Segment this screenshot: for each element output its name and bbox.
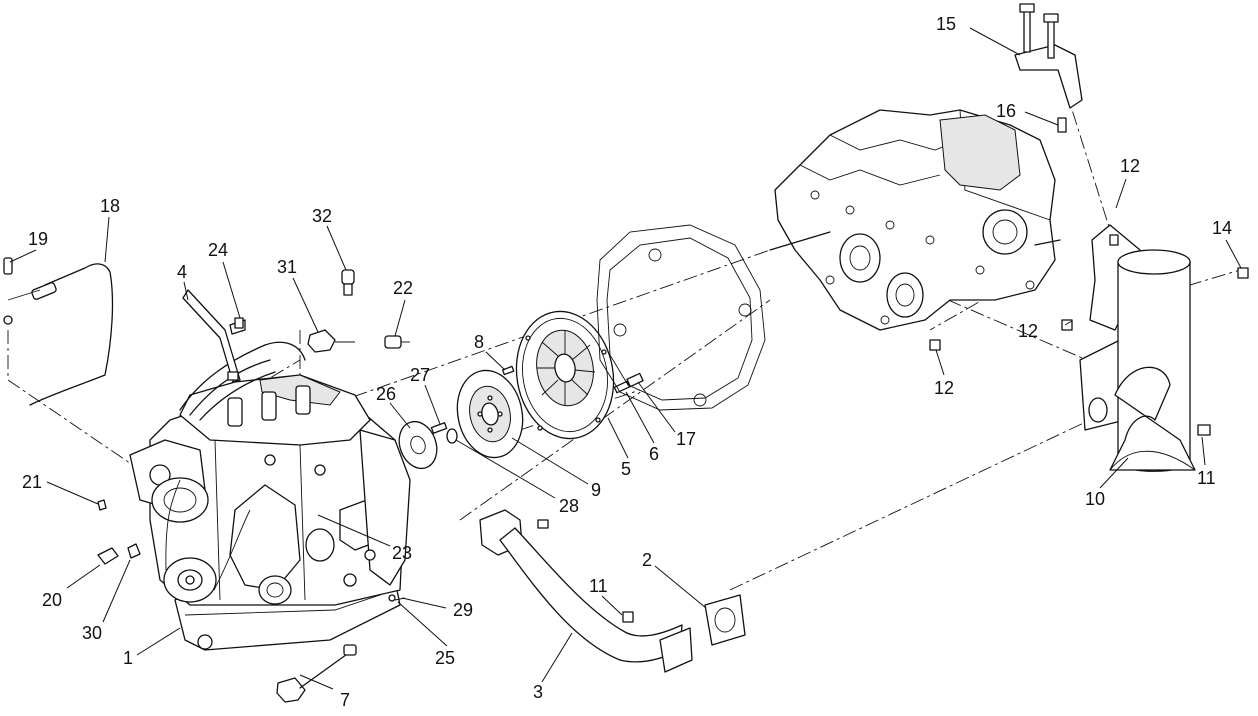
- callout-8: 8: [474, 332, 484, 352]
- mount-bracket-15: [1014, 3, 1083, 133]
- callout-31: 31: [277, 257, 297, 277]
- small-fasteners: [97, 499, 406, 602]
- callout-18: 18: [100, 196, 120, 216]
- callout-27: 27: [410, 365, 430, 385]
- callout-14: 14: [1212, 218, 1232, 238]
- throttle-cable: [3, 257, 114, 406]
- callout-22: 22: [393, 278, 413, 298]
- engine-assembly: [129, 341, 411, 651]
- callout-30: 30: [82, 623, 102, 643]
- callout-16: 16: [996, 101, 1016, 121]
- callout-12a: 12: [1120, 156, 1140, 176]
- sensor-7: [276, 644, 357, 703]
- callout-23: 23: [392, 543, 412, 563]
- callout-4: 4: [177, 262, 187, 282]
- callout-11b: 11: [1197, 468, 1216, 488]
- callout-19: 19: [28, 229, 48, 249]
- callout-labels: 1 2 3 4 5 6 7 8 9 10 11 11 12 12 12 14 1…: [22, 14, 1232, 710]
- callout-17: 17: [676, 429, 696, 449]
- callout-20: 20: [42, 590, 62, 610]
- callout-21: 21: [22, 472, 42, 492]
- callout-3: 3: [533, 682, 543, 702]
- drive-disc-9: [456, 365, 524, 459]
- callout-5: 5: [621, 459, 631, 479]
- bell-housing: [596, 224, 766, 411]
- exhaust-pipe-3: [479, 509, 746, 673]
- callout-12c: 12: [934, 378, 954, 398]
- callout-11a: 11: [589, 576, 608, 596]
- callout-12b: 12: [1018, 321, 1038, 341]
- muffler-10: [929, 224, 1249, 472]
- callout-28: 28: [559, 496, 579, 516]
- callout-26: 26: [376, 384, 396, 404]
- callout-1: 1: [123, 648, 133, 668]
- callout-24: 24: [208, 240, 228, 260]
- callout-9: 9: [591, 480, 601, 500]
- callout-7: 7: [340, 690, 350, 710]
- bracket-4: [182, 289, 246, 383]
- sensor-fittings: [307, 269, 410, 353]
- callout-10: 10: [1085, 489, 1105, 509]
- callout-32: 32: [312, 206, 332, 226]
- transaxle: [769, 109, 1061, 331]
- callout-2: 2: [642, 550, 652, 570]
- adapter-plate-26: [398, 420, 458, 470]
- callout-25: 25: [435, 648, 455, 668]
- callout-15: 15: [936, 14, 956, 34]
- callout-29: 29: [453, 600, 473, 620]
- clutch-assembly-5: [515, 310, 644, 440]
- callout-6: 6: [649, 444, 659, 464]
- leader-lines: [9, 27, 1242, 690]
